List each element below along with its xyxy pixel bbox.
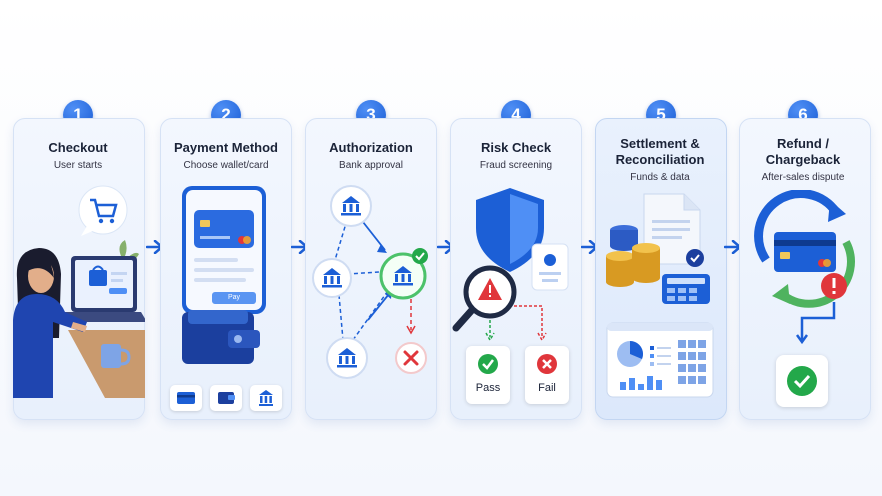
spreadsheet-grid-icon: [678, 340, 706, 384]
pass-check-icon: [478, 354, 498, 374]
user-profile-card-icon: [531, 243, 569, 291]
wallet-icon: [182, 310, 260, 364]
step-4-subtitle: Fraud screening: [479, 160, 553, 171]
refund-illustration: [754, 190, 855, 345]
step-5-subtitle: Funds & data: [630, 172, 690, 183]
refund-complete-card: [776, 355, 828, 407]
pie-chart-icon: [617, 341, 643, 367]
risk-pass-result: Pass: [466, 346, 510, 404]
step-6-title-line-1: Refund /: [777, 136, 829, 151]
cart-bubble-icon: [78, 185, 128, 236]
step-1-title: Checkout: [48, 140, 108, 155]
settlement-illustration: [606, 193, 710, 304]
magnifier-warning-icon: [452, 265, 517, 332]
step-3-subtitle: Bank approval: [339, 160, 403, 171]
authorization-network-illustration: [312, 185, 428, 379]
step-3-title: Authorization: [329, 140, 413, 155]
step-1-subtitle: User starts: [53, 160, 103, 171]
credit-card-refund-icon: [774, 232, 836, 272]
step-5-title-line-2: Reconciliation: [615, 152, 705, 167]
bank-small-icon: [259, 390, 273, 406]
pay-button[interactable]: Pay: [212, 292, 256, 304]
pass-label: Pass: [475, 382, 501, 394]
step-6-title-line-2: Chargeback: [765, 152, 841, 167]
declined-x-icon: [395, 342, 427, 374]
bank-option-button[interactable]: [250, 385, 282, 411]
dashboard-report-illustration: [606, 322, 714, 398]
bank-node-bottom-icon: [326, 337, 368, 379]
risk-check-illustration: [452, 188, 569, 342]
wallet-option-button[interactable]: [210, 385, 242, 411]
shield-icon: [476, 188, 544, 272]
verified-check-icon: [686, 249, 704, 267]
fail-x-icon: [537, 354, 557, 374]
fail-label: Fail: [538, 382, 556, 394]
approved-check-icon: [412, 248, 428, 264]
wallet-small-icon: [218, 392, 235, 404]
step-5-title-line-1: Settlement &: [620, 136, 700, 151]
risk-fail-result: Fail: [525, 346, 569, 404]
coin-stack-icon: [606, 225, 660, 287]
card-option-button[interactable]: [170, 385, 202, 411]
calculator-icon: [662, 274, 710, 304]
success-check-icon: [787, 366, 817, 396]
step-4-title: Risk Check: [480, 140, 552, 155]
bank-node-approved-icon: [379, 252, 427, 300]
alert-icon: [821, 273, 847, 299]
step-6-subtitle: After-sales dispute: [761, 172, 845, 183]
phone-illustration: [182, 186, 266, 314]
credit-card-icon: [177, 392, 195, 404]
bar-chart-icon: [620, 376, 662, 390]
step-2-title: Payment Method: [173, 140, 278, 155]
step-2-subtitle: Choose wallet/card: [183, 160, 269, 171]
bank-node-top-icon: [330, 185, 372, 227]
bank-node-left-icon: [312, 258, 352, 298]
checkout-illustration: [13, 185, 145, 398]
